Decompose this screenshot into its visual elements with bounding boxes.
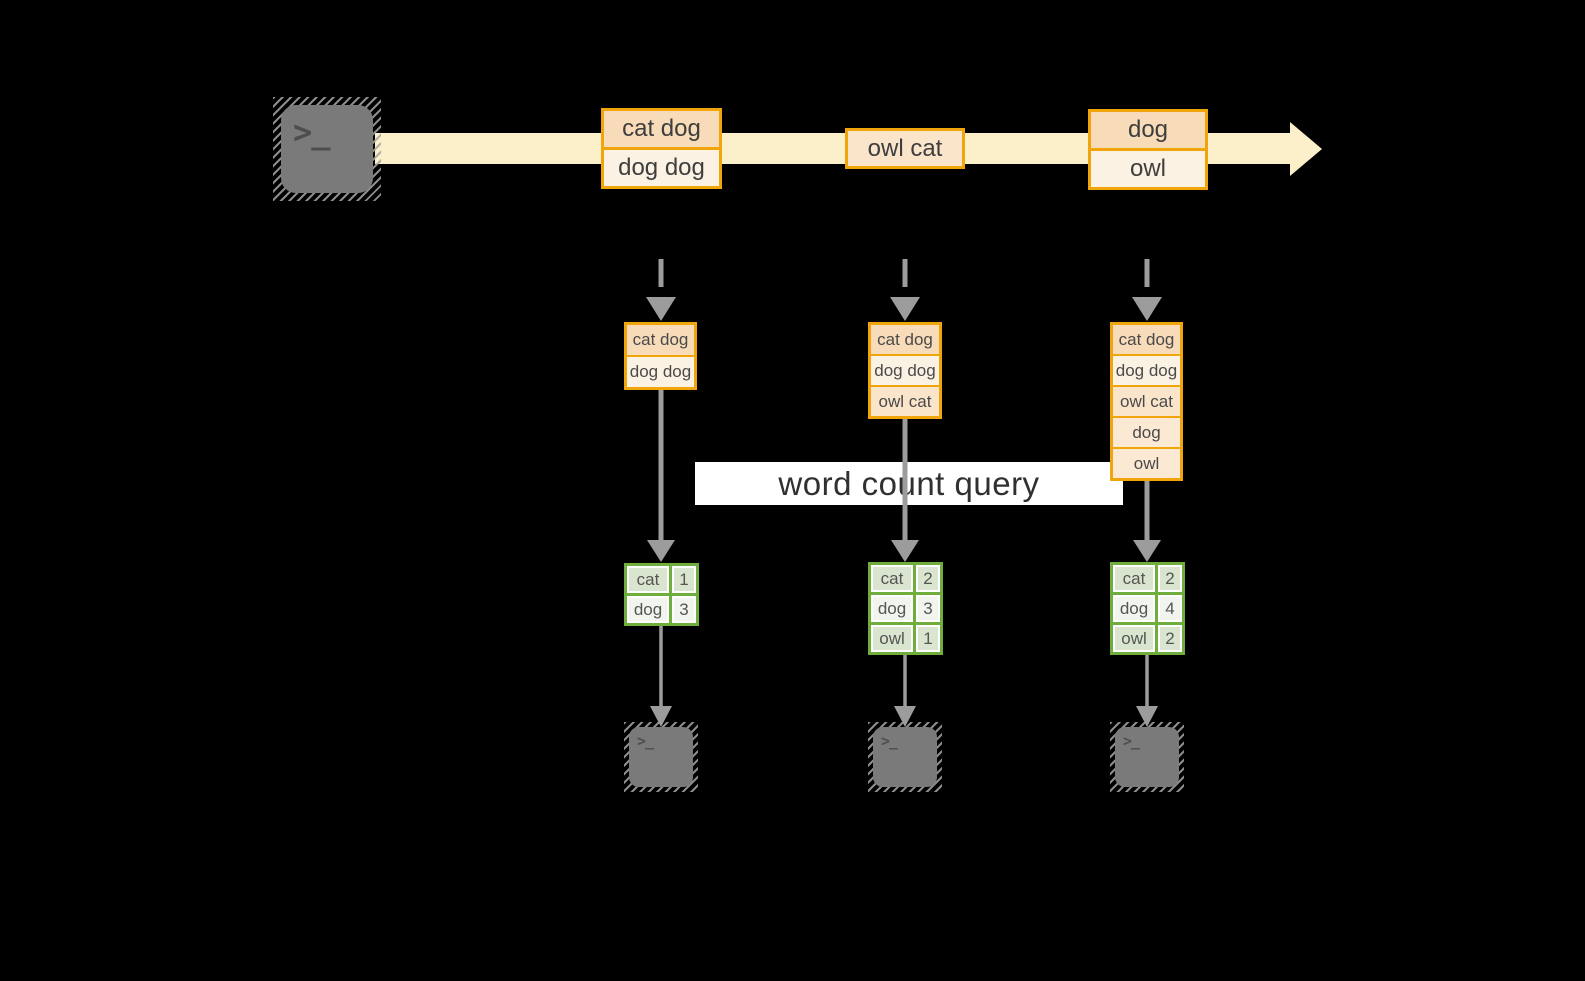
stack-item: cat dog [1113,325,1180,354]
stack-to-table-arrow-3 [1133,481,1161,562]
table-cell-count: 1 [672,566,696,593]
table-to-terminal-arrow-1 [650,626,672,727]
table-cell-count: 1 [916,625,940,652]
stack-item: dog [1113,416,1180,447]
table-to-terminal-arrow-3 [1136,655,1158,727]
terminal-body: >_ [281,105,373,193]
terminal-prompt-glyph: >_ [1123,732,1140,750]
sink-terminal-icon-3: >_ [1110,722,1184,792]
table-cell-word: cat [627,566,669,593]
stack-item: owl cat [871,385,939,416]
word-count-table-2: cat 2 dog 3 owl 1 [868,562,943,655]
stream-message-2: owl cat [845,128,965,169]
source-terminal-icon: >_ [273,97,381,201]
word-count-table-1: cat 1 dog 3 [624,563,699,626]
table-cell-word: dog [627,596,669,623]
terminal-prompt-glyph: >_ [881,732,898,750]
table-cell-count: 3 [672,596,696,623]
sink-terminal-icon-2: >_ [868,722,942,792]
query-label: word count query [778,464,1040,502]
table-cell-word: owl [871,625,913,652]
terminal-body: >_ [873,727,937,787]
stream-message-line: dog [1091,112,1205,148]
table-cell-word: cat [1113,565,1155,592]
stack-to-table-arrow-2 [891,419,919,562]
terminal-body: >_ [1115,727,1179,787]
stack-item: owl [1113,447,1180,478]
stack-item: dog dog [1113,354,1180,385]
message-stack-1: cat dog dog dog [624,322,697,390]
table-cell-count: 4 [1158,595,1182,622]
stream-message-line: cat dog [604,111,719,147]
stream-message-1: cat dog dog dog [601,108,722,189]
sink-terminal-icon-1: >_ [624,722,698,792]
table-to-terminal-arrow-2 [894,655,916,727]
stream-message-line: dog dog [604,147,719,186]
stream-to-stack-arrow-3 [1132,259,1162,321]
table-cell-word: dog [1113,595,1155,622]
terminal-prompt-glyph: >_ [637,732,654,750]
terminal-body: >_ [629,727,693,787]
table-cell-count: 2 [1158,625,1182,652]
stream-to-stack-arrow-1 [646,259,676,321]
stack-item: dog dog [871,354,939,385]
table-cell-word: owl [1113,625,1155,652]
stack-item: cat dog [871,325,939,354]
stack-item: owl cat [1113,385,1180,416]
table-cell-count: 2 [1158,565,1182,592]
word-count-table-3: cat 2 dog 4 owl 2 [1110,562,1185,655]
stream-message-line: owl [1091,148,1205,187]
message-stack-2: cat dog dog dog owl cat [868,322,942,419]
stream-to-stack-arrow-2 [890,259,920,321]
table-cell-count: 3 [916,595,940,622]
stack-item: dog dog [627,355,694,387]
stream-message-line: owl cat [848,131,962,166]
table-cell-word: dog [871,595,913,622]
message-stack-3: cat dog dog dog owl cat dog owl [1110,322,1183,481]
stack-to-table-arrow-1 [647,390,675,562]
query-label-band: word count query [695,462,1123,505]
stack-item: cat dog [627,325,694,355]
terminal-prompt-glyph: >_ [293,113,331,151]
table-cell-word: cat [871,565,913,592]
table-cell-count: 2 [916,565,940,592]
stream-message-3: dog owl [1088,109,1208,190]
stream-timeline-arrowhead-icon [1290,122,1322,176]
